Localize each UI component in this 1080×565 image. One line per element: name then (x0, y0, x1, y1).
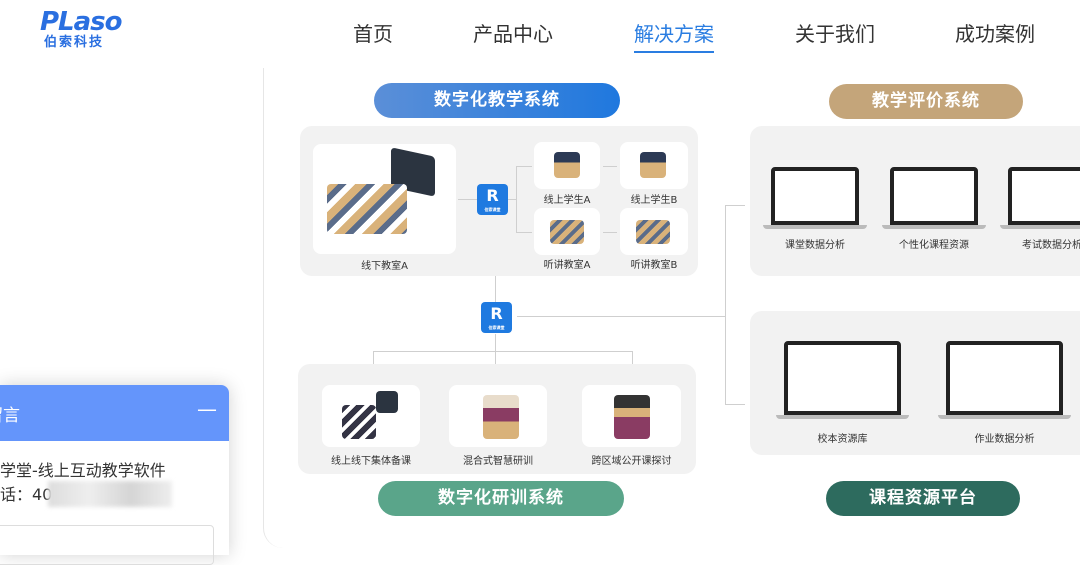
cross-region-lesson-card (582, 385, 681, 447)
online-student-b-label: 线上学生B (630, 195, 678, 206)
listening-classroom-a-card (534, 208, 600, 255)
nav-about[interactable]: 关于我们 (795, 22, 875, 46)
listening-classroom-b-card (620, 208, 688, 255)
collective-lesson-prep-label: 线上线下集体备课 (331, 456, 411, 467)
online-student-a-label: 线上学生A (543, 195, 591, 206)
training-system-title: 数字化研训系统 (378, 481, 624, 516)
laptop-homework-data (938, 341, 1071, 419)
online-student-a-card (534, 142, 600, 189)
laptop-exam-data (1000, 167, 1080, 229)
evaluation-system-title: 教学评价系统 (829, 84, 1023, 119)
collective-lesson-prep-card (322, 385, 420, 447)
laptop-classroom-data (763, 167, 867, 229)
listening-classroom-b-label: 听讲教室B (630, 260, 678, 271)
laptop-school-library (776, 341, 909, 419)
cross-region-lesson-label: 跨区域公开课探讨 (591, 456, 672, 467)
message-input[interactable] (0, 525, 214, 565)
nav-cases[interactable]: 成功案例 (955, 22, 1035, 46)
hybrid-training-card (449, 385, 547, 447)
online-student-b-card (620, 142, 688, 189)
exam-data-label: 考试数据分析 (1022, 240, 1080, 251)
teaching-system-title: 数字化教学系统 (374, 83, 620, 118)
homework-data-label: 作业数据分析 (974, 434, 1035, 445)
school-library-label: 校本资源库 (817, 434, 868, 445)
nav-home[interactable]: 首页 (353, 22, 393, 46)
classroom-data-label: 课堂数据分析 (785, 240, 845, 251)
listening-classroom-a-label: 听讲教室A (543, 260, 591, 271)
chat-phone-line: 话：40 (0, 485, 53, 504)
personalized-resources-label: 个性化课程资源 (899, 240, 969, 251)
offline-classroom-card (313, 144, 456, 254)
laptop-personalized-resources (882, 167, 986, 229)
hybrid-training-label: 混合式智慧研训 (463, 456, 533, 467)
resources-platform-title: 课程资源平台 (826, 481, 1020, 516)
chat-title: 留言 (0, 406, 20, 426)
nav-products[interactable]: 产品中心 (473, 22, 553, 46)
content-divider (263, 68, 283, 548)
nav-solutions[interactable]: 解决方案 (634, 18, 714, 53)
plaso-logo[interactable]: PLaso 伯索科技 (40, 7, 123, 50)
offline-classroom-label: 线下教室A (361, 261, 408, 272)
minimize-button[interactable]: — (197, 397, 217, 421)
blurred-phone (48, 481, 172, 507)
chat-company-line: 学堂-线上互动教学软件 (0, 461, 166, 480)
message-chat-widget[interactable]: 留言 — 学堂-线上互动教学软件 话：40 (0, 385, 229, 565)
